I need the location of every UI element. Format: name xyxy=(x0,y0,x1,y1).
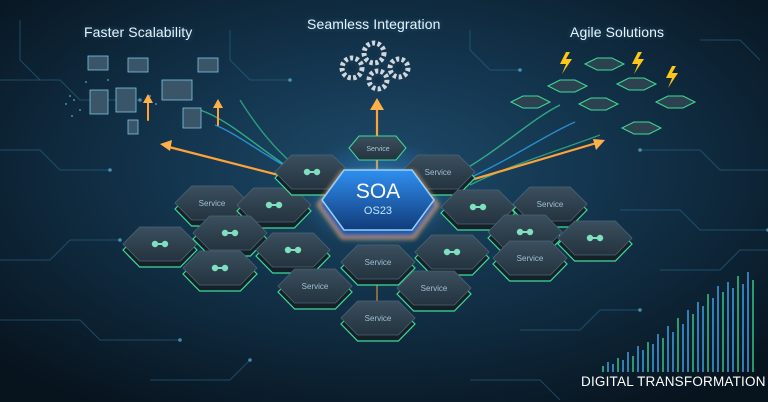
link-icon xyxy=(516,228,534,236)
service-tile: Service xyxy=(492,240,568,282)
heading-seamless-integration: Seamless Integration xyxy=(307,16,441,32)
service-tile xyxy=(236,187,312,229)
service-tile-label: Service xyxy=(421,284,448,293)
equalizer-bar xyxy=(737,276,739,372)
service-tile: Service xyxy=(396,270,472,312)
equalizer-bar xyxy=(612,364,614,372)
equalizer-bar xyxy=(602,366,604,372)
service-tile: Service xyxy=(340,244,416,286)
cloud-icon xyxy=(211,264,229,272)
hub-top-tile-label: Service xyxy=(366,146,389,153)
equalizer-bar xyxy=(687,310,689,372)
network-icon xyxy=(443,248,461,256)
lightning-icon xyxy=(560,52,678,88)
equalizer-bar xyxy=(652,344,654,372)
equalizer-bar xyxy=(727,282,729,372)
equalizer-bar xyxy=(667,326,669,372)
cloud-icon xyxy=(151,240,169,248)
footer-digital-transformation: DIGITAL TRANSFORMATION xyxy=(581,374,766,389)
service-tile xyxy=(122,226,198,268)
gears-icon xyxy=(303,168,321,176)
equalizer-bar xyxy=(617,358,619,372)
service-tile-top xyxy=(340,244,416,280)
service-tile-top xyxy=(340,300,416,336)
soa-hub: Service SOA OS23 xyxy=(316,135,440,240)
equalizer-bar xyxy=(707,294,709,372)
gear-hubs xyxy=(348,49,403,84)
equalizer-bar xyxy=(712,298,714,372)
dashboard-icon xyxy=(586,234,604,242)
equalizer-bar xyxy=(702,306,704,372)
equalizer-bar xyxy=(607,362,609,372)
service-tile xyxy=(440,189,516,231)
chain-icon xyxy=(265,201,283,209)
service-tile-top xyxy=(492,240,568,276)
circuit-traces xyxy=(0,20,768,401)
service-tile: Service xyxy=(340,300,416,342)
equalizer-bar xyxy=(647,342,649,372)
service-tile xyxy=(255,232,331,274)
service-tile-label: Service xyxy=(537,200,564,209)
service-tile xyxy=(182,250,258,292)
equalizer-bar xyxy=(637,346,639,372)
service-tile-top xyxy=(277,268,353,304)
heading-faster-scalability: Faster Scalability xyxy=(84,24,193,40)
equalizer-bar xyxy=(657,334,659,372)
equalizer-bar xyxy=(692,314,694,372)
gears-icon xyxy=(284,246,302,254)
hub-title: SOA xyxy=(356,180,400,203)
equalizer-bar xyxy=(677,318,679,372)
service-tile-label: Service xyxy=(302,282,329,291)
equalizer-bar xyxy=(752,280,754,372)
service-tile-label: Service xyxy=(517,254,544,263)
server-cluster xyxy=(65,55,219,135)
service-tile-label: Service xyxy=(199,199,226,208)
equalizer-bar xyxy=(642,350,644,372)
equalizer-bar xyxy=(732,288,734,372)
equalizer-bar xyxy=(682,324,684,372)
equalizer-bar xyxy=(627,352,629,372)
equalizer-bar xyxy=(622,360,624,372)
service-tile: Service xyxy=(277,268,353,310)
hub-subtitle: OS23 xyxy=(364,205,392,217)
api-icon xyxy=(469,203,487,211)
service-tile-label: Service xyxy=(425,168,452,177)
equalizer-bar xyxy=(632,356,634,372)
service-tile xyxy=(414,234,490,276)
equalizer-bars xyxy=(602,272,754,372)
equalizer-bar xyxy=(717,286,719,372)
heading-agile-solutions: Agile Solutions xyxy=(570,24,665,40)
gears-icon xyxy=(339,40,411,92)
equalizer-bar xyxy=(722,292,724,372)
agile-tiles xyxy=(509,57,697,135)
equalizer-bar xyxy=(742,284,744,372)
equalizer-bar xyxy=(747,272,749,372)
equalizer-bar xyxy=(672,332,674,372)
service-tile-top xyxy=(396,270,472,306)
service-tile-label: Service xyxy=(365,314,392,323)
equalizer-bar xyxy=(697,302,699,372)
service-tile-label: Service xyxy=(365,258,392,267)
equalizer-bar xyxy=(662,338,664,372)
circuit-nodes xyxy=(108,68,768,362)
arrow-heads xyxy=(143,94,605,151)
service-tile xyxy=(557,220,633,262)
building-icon xyxy=(221,229,239,237)
